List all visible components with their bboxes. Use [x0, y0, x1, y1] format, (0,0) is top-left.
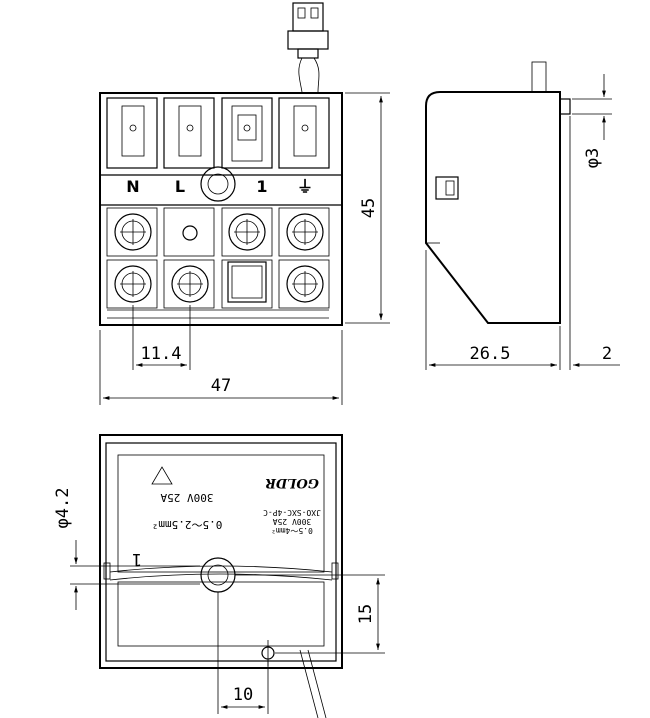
side-view: φ3 26.5 2	[425, 61, 620, 370]
marking-rating-small: 300V 25A	[273, 517, 312, 526]
front-view: N L 1 ⏚	[99, 2, 390, 405]
ground-icon: ⏚	[297, 177, 313, 196]
marking-wire-small: 0.5～4mm²	[271, 526, 313, 535]
dimension-pin-length: 2	[602, 344, 612, 364]
marking-wire-range: 0.5～2.5mm²	[152, 518, 223, 531]
terminal-label-l: L	[175, 177, 185, 196]
screw-terminals	[106, 207, 330, 319]
marking-rating: 300V 25A	[160, 491, 213, 504]
bottom-view: 1 0.5～2.5mm² 300V 25A 0.5～4mm² 300V 25A …	[53, 434, 385, 718]
dimension-depth: 26.5	[470, 344, 511, 364]
dimension-hole-diameter: φ4.2	[53, 488, 73, 529]
dimension-pitch: 11.4	[141, 344, 182, 364]
bottom-housing	[99, 434, 343, 669]
wire-connector	[287, 2, 329, 93]
quick-connect-tabs	[106, 97, 330, 169]
dimension-height: 45	[359, 198, 379, 218]
terminal-label-1: 1	[256, 177, 267, 196]
mounting-hole-bottom	[200, 557, 236, 593]
terminal-label-n: N	[126, 177, 139, 196]
front-housing	[99, 92, 343, 326]
dimension-hole-height: 15	[356, 604, 376, 624]
side-latch	[435, 176, 459, 200]
marking-position-number: 1	[132, 549, 142, 569]
dimension-hole-offset: 10	[233, 685, 253, 705]
brand-logo: GOLDR	[265, 475, 319, 490]
product-marking: 1 0.5～2.5mm² 300V 25A 0.5～4mm² 300V 25A …	[132, 466, 321, 569]
side-housing	[425, 91, 561, 324]
label-area	[117, 454, 325, 573]
wire-exit	[531, 61, 547, 93]
side-pin	[559, 98, 571, 115]
marking-model: JXO-SXC-4P-C	[263, 508, 321, 517]
dimension-pin-diameter: φ3	[583, 148, 603, 168]
warning-triangle-icon	[151, 466, 173, 485]
mounting-hole-front	[200, 166, 236, 202]
dimension-width: 47	[211, 376, 231, 396]
